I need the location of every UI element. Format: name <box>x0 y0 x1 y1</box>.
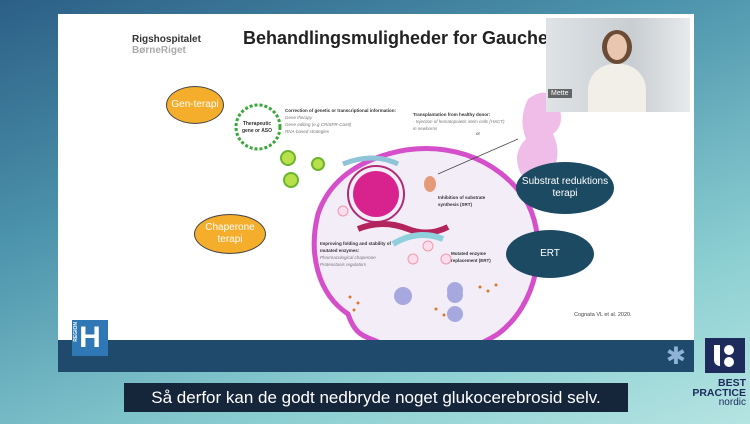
nucleus <box>353 171 399 217</box>
correction-item: RNA-based strategies <box>285 129 330 134</box>
ert-text: Mutated enzyme replacement (ERT) <box>451 251 491 263</box>
best-practice-logo <box>705 338 745 373</box>
correction-item: Gene editing (e.g CRISPR-Cas9) <box>285 122 352 127</box>
folding-item: Proteostasis regulators <box>320 262 367 267</box>
or-label: or <box>476 131 481 136</box>
gene-circle-label: Therapeutic gene or ASO <box>241 121 273 134</box>
slide-footer-band: ✱ <box>58 340 694 372</box>
participant-name: Mette <box>548 89 572 98</box>
gene-ring <box>234 103 282 151</box>
subtitle-caption: Så derfor kan de godt nedbryde noget glu… <box>124 383 628 412</box>
asterisk-icon: ✱ <box>665 343 686 370</box>
citation: Cognata VL et al. 2020. <box>574 312 632 318</box>
srt-label: Inhibition of substrate synthesis (SRT) <box>438 195 486 207</box>
transplant-text: - Injection of hematopoietic stem cells … <box>413 119 505 131</box>
baby-silhouette <box>517 92 562 179</box>
hospital-sub-logo: BørneRiget <box>132 45 186 56</box>
hospital-logo: Rigshospitalet <box>132 34 201 45</box>
substrate-bubble: Substrat reduktions terapi <box>516 162 614 214</box>
gene-therapy-bubble: Gen-terapi <box>166 86 224 124</box>
ert-bubble: ERT <box>506 230 594 278</box>
folding-item: Pharmacological chaperone <box>320 255 376 260</box>
transplant-heading: Transplantation from healthy donor: <box>413 112 491 117</box>
folding-heading: Improving folding and stability of mutat… <box>320 241 391 253</box>
chaperone-bubble: Chaperone terapi <box>194 214 266 254</box>
correction-item: Gene therapy <box>285 115 313 120</box>
correction-heading: Correction of genetic or transcriptional… <box>285 108 397 113</box>
slide-title: Behandlingsmuligheder for Gaucher <box>243 28 556 48</box>
